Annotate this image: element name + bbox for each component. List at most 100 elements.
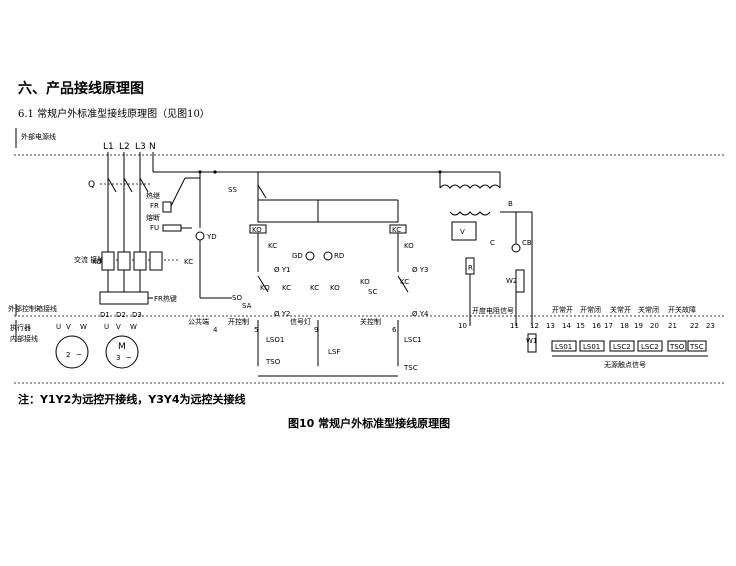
w2-label: W2 <box>506 277 517 285</box>
term-d2: D2 <box>116 311 126 319</box>
fu-label: FU <box>150 224 159 232</box>
contactor-ko-label: KO <box>92 258 102 266</box>
rt-17: 17 <box>604 322 613 330</box>
term-d1: D1 <box>100 311 110 319</box>
rt-23: 23 <box>706 322 715 330</box>
contactor-label: 交流 接触 <box>74 255 104 264</box>
lsf-label: LSF <box>328 348 340 356</box>
motor-tilde-2: ~ <box>76 351 82 359</box>
gd-label: GD <box>292 252 303 260</box>
cg-box-6: TSC <box>689 343 704 351</box>
motor-m: M <box>118 342 126 352</box>
rt-15: 15 <box>576 322 585 330</box>
cap-c: C <box>490 239 495 247</box>
actuator-label: 执行器 <box>10 323 31 332</box>
cg-box-5: TSO <box>669 343 685 351</box>
tso-label: TSO <box>265 358 281 366</box>
top-kc-label: KC <box>392 226 401 234</box>
sa-label: SA <box>242 302 252 310</box>
motor-2 <box>55 335 89 369</box>
cg-box-3: LSC2 <box>613 343 631 351</box>
term-5: 5 <box>254 326 258 334</box>
rt-12: 12 <box>530 322 539 330</box>
motor-w2: W <box>130 323 137 331</box>
footnote: 注：Y1Y2为远控开接线，Y3Y4为远控关接线 <box>18 393 246 406</box>
cg-title-1: 开常开 <box>552 305 573 314</box>
kc-left-label: KC <box>268 242 277 250</box>
yd-label: YD <box>206 233 217 241</box>
rt-13: 13 <box>546 322 555 330</box>
cg-title-5: 开关故障 <box>668 305 696 314</box>
motor-v: V <box>66 323 71 331</box>
bus-n-label: N <box>149 142 156 152</box>
motor-v2: V <box>116 323 121 331</box>
motor-3 <box>105 335 139 369</box>
resistor-r: R <box>468 264 473 272</box>
rt-21: 21 <box>668 322 677 330</box>
term-4: 4 <box>213 326 218 334</box>
bus-l1-label: L1 <box>103 142 114 152</box>
kc-mid-center: KC <box>310 284 319 292</box>
rt-16: 16 <box>592 322 601 330</box>
cg-title-4: 关常闭 <box>638 305 659 314</box>
signal-lamp-label: 信号灯 <box>290 317 311 326</box>
fuse-label: 熔断 <box>146 213 160 222</box>
ko-mid-right: KO <box>360 278 370 286</box>
motor-num-2: 2 <box>66 351 70 359</box>
cb-label: CB <box>522 239 532 247</box>
rt-14: 14 <box>562 322 571 330</box>
cg-title-3: 关常开 <box>610 305 631 314</box>
section-subheading: 6.1 常规户外标准型接线原理图（见图10） <box>18 109 210 120</box>
motor-num-3: 3 <box>116 354 120 362</box>
contactor-kc-label: KC <box>184 258 193 266</box>
rt-11: 11 <box>510 322 519 330</box>
section-heading: 六、产品接线原理图 <box>18 81 144 97</box>
rt-18: 18 <box>620 322 629 330</box>
cg-title-2: 开常闭 <box>580 305 601 314</box>
term-9: 9 <box>314 326 318 334</box>
sc-label: SC <box>368 288 377 296</box>
motor-w: W <box>80 323 87 331</box>
bus-l3-label: L3 <box>135 142 146 152</box>
w1-label: W1 <box>526 337 537 345</box>
figure-caption: 图10 常规户外标准型接线原理图 <box>288 417 451 430</box>
control-box-label: 外部控制箱接线 <box>8 304 57 313</box>
position-signal-label: 开度电阻信号 <box>472 306 514 315</box>
open-control-label: 开控制 <box>228 317 249 326</box>
cg-box-1: LS01 <box>555 343 572 351</box>
term-6: 6 <box>392 326 397 334</box>
y1-label: Ø Y1 <box>274 266 290 274</box>
ss-label: SS <box>228 186 237 194</box>
transformer-b: B <box>508 200 513 208</box>
bus-l2-label: L2 <box>119 142 130 152</box>
motor-u2: U <box>104 323 109 331</box>
main-switch-label: Q <box>88 180 95 190</box>
ko-mid-center: KO <box>330 284 340 292</box>
rt-22: 22 <box>690 322 699 330</box>
rt-10: 10 <box>458 322 467 330</box>
external-power-label: 外部电源线 <box>21 132 56 141</box>
rt-20: 20 <box>650 322 659 330</box>
dry-contact-label: 无源触点信号 <box>604 360 646 369</box>
term-d3: D3 <box>132 311 142 319</box>
cg-box-4: LSC2 <box>641 343 659 351</box>
tsc-label: TSC <box>403 364 418 372</box>
kc-mid-right: KC <box>400 278 409 286</box>
motor-u: U <box>56 323 61 331</box>
y3-label: Ø Y3 <box>412 266 428 274</box>
internal-wiring-label: 内部接线 <box>10 334 38 343</box>
rd-label: RD <box>334 252 344 260</box>
fr-label: FR <box>150 202 159 210</box>
cg-box-2: LS01 <box>583 343 600 351</box>
thermal-label: 热继 <box>146 191 160 200</box>
top-ko-label: KO <box>252 226 262 234</box>
so-label: SO <box>232 294 242 302</box>
fr-key-label: FR热键 <box>154 294 177 303</box>
lso1-label: LSO1 <box>266 336 284 344</box>
y2-label: Ø Y2 <box>274 310 290 318</box>
rt-19: 19 <box>634 322 643 330</box>
bridge-v: V <box>460 228 465 236</box>
lsc1-label: LSC1 <box>404 336 422 344</box>
y4-label: Ø Y4 <box>412 310 429 318</box>
